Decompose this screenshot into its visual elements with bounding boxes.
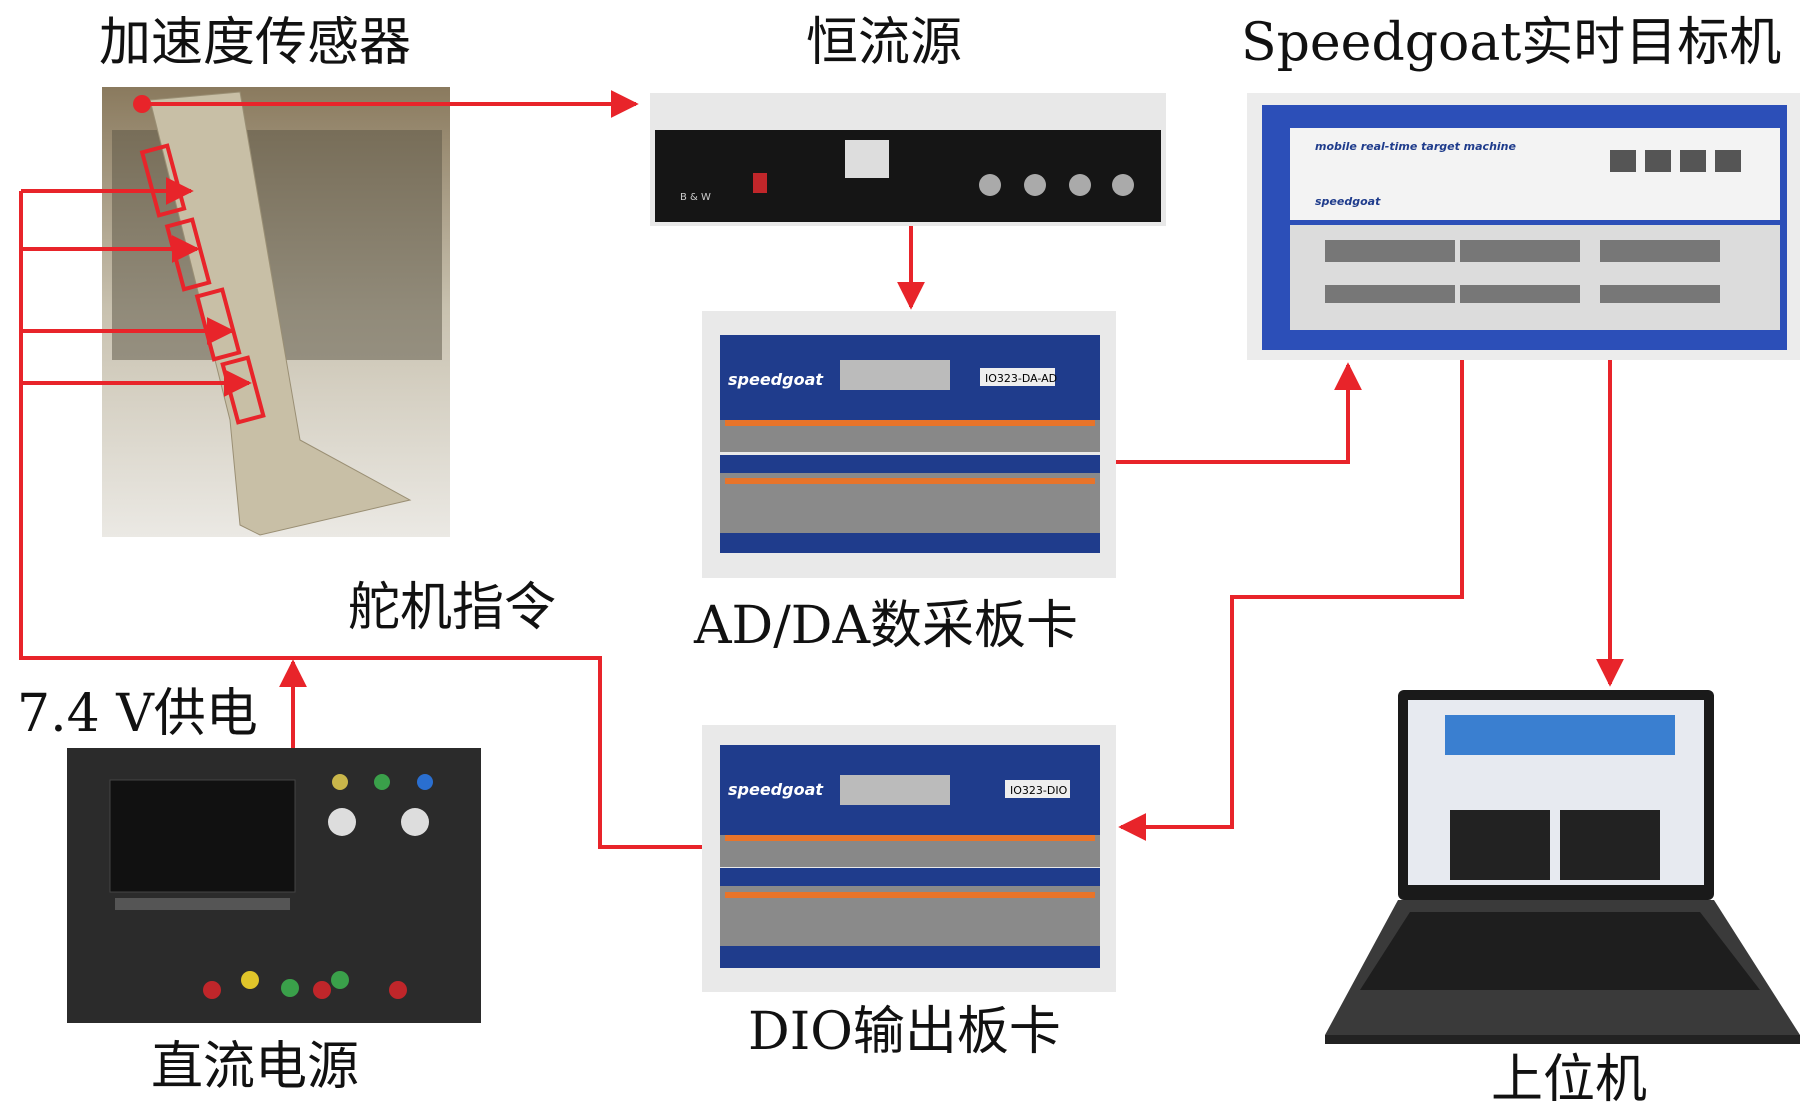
label-dio-card: DIO输出板卡 (748, 1002, 1061, 1062)
wing-photo (102, 87, 450, 537)
svg-text:speedgoat: speedgoat (1315, 195, 1381, 208)
dc-power-photo (67, 748, 481, 1023)
svg-text:speedgoat: speedgoat (728, 370, 824, 389)
label-target-machine: Speedgoat实时目标机 (1241, 13, 1782, 73)
label-servo-cmd: 舵机指令 (348, 578, 557, 638)
arrow-dio-to-servos (19, 191, 702, 849)
current-source-photo: B & W (650, 93, 1166, 226)
label-power-voltage: 7.4 V供电 (17, 684, 258, 744)
svg-text:B & W: B & W (680, 192, 711, 203)
dio-board-photo: speedgoat IO323-DIO (702, 725, 1116, 992)
svg-text:IO323-DA-AD: IO323-DA-AD (985, 372, 1057, 385)
svg-text:mobile real-time target machin: mobile real-time target machine (1315, 140, 1517, 153)
label-dc-power: 直流电源 (151, 1037, 360, 1097)
label-adda-card: AD/DA数采板卡 (694, 596, 1079, 656)
label-current-source: 恒流源 (806, 13, 963, 73)
label-host-pc: 上位机 (1491, 1050, 1648, 1110)
adda-board-photo: speedgoat IO323-DA-AD (702, 311, 1116, 578)
svg-text:IO323-DIO: IO323-DIO (1010, 784, 1068, 797)
speedgoat-photo: mobile real-time target machine speedgoa… (1247, 93, 1800, 360)
arrow-speedgoat-to-dio (1118, 360, 1464, 841)
signal-arrows (19, 90, 1624, 849)
label-sensor: 加速度传感器 (99, 13, 412, 73)
svg-text:speedgoat: speedgoat (728, 780, 824, 799)
laptop-photo (1325, 690, 1800, 1044)
arrow-adda-to-speedgoat (1116, 362, 1362, 464)
